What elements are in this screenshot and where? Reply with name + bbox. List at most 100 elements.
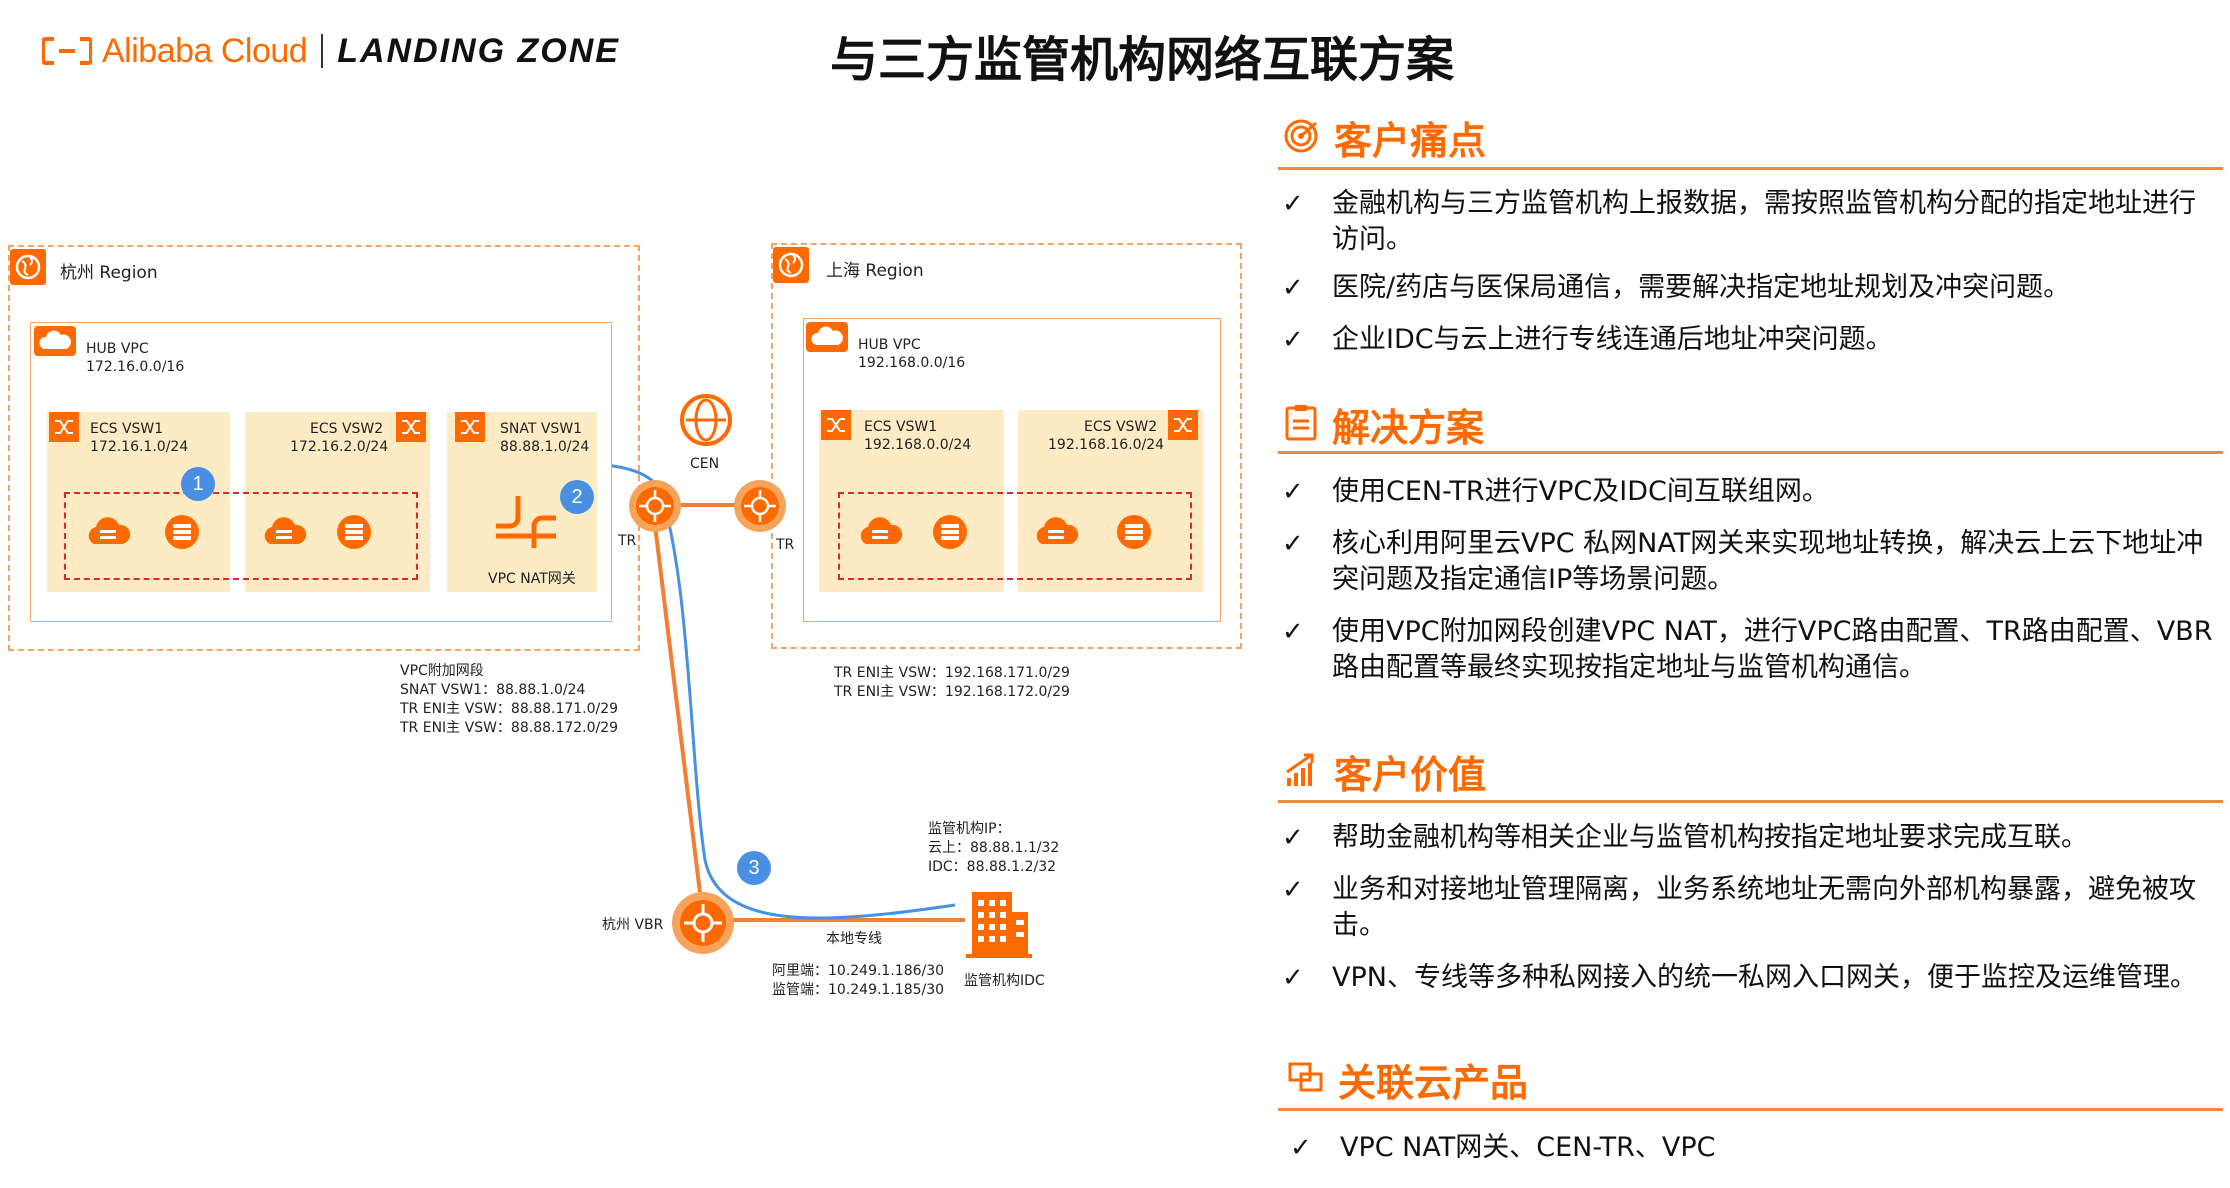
- globe-icon: [10, 249, 46, 285]
- building-icon: [964, 882, 1034, 962]
- cloud-icon: [34, 326, 76, 356]
- ecs-icon: [84, 510, 132, 556]
- target-icon: [1282, 117, 1320, 159]
- section-products-title: 关联云产品: [1338, 1061, 1529, 1105]
- section-value-title: 客户价值: [1334, 753, 1487, 797]
- ecs-icon: [158, 510, 206, 556]
- list-item: ✓帮助金融机构等相关企业与监管机构按指定地址要求完成互联。: [1282, 820, 2217, 856]
- cen-label: CEN: [690, 456, 720, 472]
- document-icon: [1284, 404, 1318, 446]
- ecs-icon: [260, 510, 308, 556]
- vsw-ecs-2: [245, 412, 430, 592]
- pain-list: ✓金融机构与三方监管机构上报数据，需按照监管机构分配的指定地址进行访问。 ✓医院…: [1282, 186, 2217, 358]
- check-icon: ✓: [1282, 875, 1304, 905]
- section-pain-header: 客户痛点: [1282, 110, 1486, 165]
- vsw-name: ECS VSW2: [310, 421, 384, 437]
- check-icon: ✓: [1282, 273, 1304, 303]
- vswitch-icon: [821, 410, 851, 440]
- section-solution-title: 解决方案: [1332, 406, 1485, 450]
- products-list: ✓VPC NAT网关、CEN-TR、VPC: [1290, 1130, 2215, 1166]
- vsw-ecs-1: [47, 412, 230, 592]
- step-badge-3: 3: [737, 851, 771, 885]
- globe-icon: [773, 247, 809, 283]
- vswitch-icon: [49, 412, 79, 442]
- brand-logo: Alibaba Cloud LANDING ZONE: [41, 26, 620, 76]
- list-item: ✓业务和对接地址管理隔离，业务系统地址无需向外部机构暴露，避免被攻击。: [1282, 872, 2217, 944]
- vsw-cidr: 192.168.16.0/24: [1048, 437, 1165, 453]
- ecs-icon: [330, 510, 378, 556]
- tr-label: TR: [776, 537, 795, 553]
- section-rule: [1278, 451, 2223, 454]
- hub-vpc-cidr: 192.168.0.0/16: [858, 355, 966, 371]
- step-badge-1: 1: [181, 467, 215, 501]
- vswitch-icon: [396, 412, 426, 442]
- vsw-cidr: 88.88.1.0/24: [500, 439, 590, 455]
- vsw-cidr: 192.168.0.0/24: [864, 437, 972, 453]
- page-title: 与三方监管机构网络互联方案: [830, 32, 1455, 88]
- tr-router-icon: [627, 478, 683, 538]
- hub-vpc-name: HUB VPC: [858, 337, 921, 353]
- brand-name: Alibaba Cloud: [102, 31, 308, 70]
- vsw-name: ECS VSW1: [864, 419, 938, 435]
- vsw-cidr: 172.16.2.0/24: [290, 439, 389, 455]
- tr-router-icon: [732, 478, 788, 538]
- value-list: ✓帮助金融机构等相关企业与监管机构按指定地址要求完成互联。 ✓业务和对接地址管理…: [1282, 820, 2217, 996]
- nat-gateway-icon: [490, 492, 562, 556]
- ecs-group: [64, 492, 418, 580]
- check-icon: ✓: [1282, 529, 1304, 559]
- list-item: ✓使用VPC附加网段创建VPC NAT，进行VPC路由配置、TR路由配置、VBR…: [1282, 614, 2217, 686]
- check-icon: ✓: [1282, 963, 1304, 993]
- list-item: ✓医院/药店与医保局通信，需要解决指定地址规划及冲突问题。: [1282, 270, 2217, 306]
- hub-vpc-name: HUB VPC: [86, 341, 149, 357]
- brand-product: LANDING ZONE: [337, 31, 620, 70]
- shanghai-notes: TR ENI主 VSW：192.168.171.0/29 TR ENI主 VSW…: [834, 665, 1070, 700]
- vswitch-icon: [1168, 410, 1198, 440]
- section-rule: [1278, 800, 2223, 803]
- cloud-icon: [806, 322, 848, 352]
- vsw-ecs-1: [819, 410, 1004, 592]
- list-item: ✓金融机构与三方监管机构上报数据，需按照监管机构分配的指定地址进行访问。: [1282, 186, 2217, 258]
- nat-label: VPC NAT网关: [488, 571, 576, 587]
- vswitch-icon: [455, 412, 485, 442]
- vsw-name: SNAT VSW1: [500, 421, 583, 437]
- list-item: ✓使用CEN-TR进行VPC及IDC间互联组网。: [1282, 474, 2217, 510]
- hub-vpc-cidr: 172.16.0.0/16: [86, 359, 185, 375]
- list-item: ✓企业IDC与云上进行专线连通后地址冲突问题。: [1282, 322, 2217, 358]
- step-badge-2: 2: [560, 480, 594, 514]
- ecs-icon: [1110, 510, 1158, 556]
- brand-divider: [321, 34, 324, 68]
- check-icon: ✓: [1282, 617, 1304, 647]
- product-icon: [1288, 1062, 1324, 1098]
- vsw-cidr: 172.16.1.0/24: [90, 439, 189, 455]
- list-item: ✓VPC NAT网关、CEN-TR、VPC: [1290, 1130, 2215, 1166]
- shanghai-region: [771, 243, 1242, 649]
- hangzhou-notes: VPC附加网段 SNAT VSW1：88.88.1.0/24 TR ENI主 V…: [400, 663, 619, 736]
- tr-label: TR: [618, 533, 637, 549]
- section-rule: [1278, 167, 2223, 170]
- section-solution-header: 解决方案: [1284, 397, 1484, 452]
- vsw-name: ECS VSW2: [1084, 419, 1158, 435]
- check-icon: ✓: [1282, 477, 1304, 507]
- region-label: 杭州 Region: [60, 263, 158, 283]
- ecs-icon: [926, 510, 974, 556]
- ecs-icon: [856, 510, 904, 556]
- tr-vbr-line: [653, 524, 702, 894]
- list-item: ✓核心利用阿里云VPC 私网NAT网关来实现地址转换，解决云上云下地址冲突问题及…: [1282, 526, 2217, 598]
- check-icon: ✓: [1282, 823, 1304, 853]
- section-value-header: 客户价值: [1284, 744, 1486, 799]
- vsw-name: ECS VSW1: [90, 421, 164, 437]
- idc-ips: 监管机构IP： 云上：88.88.1.1/32 IDC：88.88.1.2/32: [928, 821, 1060, 875]
- hangzhou-region: [8, 245, 640, 651]
- growth-chart-icon: [1284, 752, 1320, 792]
- ecs-group: [838, 492, 1192, 580]
- check-icon: ✓: [1282, 189, 1304, 219]
- region-label: 上海 Region: [826, 261, 924, 281]
- solution-list: ✓使用CEN-TR进行VPC及IDC间互联组网。 ✓核心利用阿里云VPC 私网N…: [1282, 474, 2217, 686]
- list-item: ✓VPN、专线等多种私网接入的统一私网入口网关，便于监控及运维管理。: [1282, 960, 2217, 996]
- idc-label: 监管机构IDC: [964, 973, 1045, 989]
- section-products-header: 关联云产品: [1288, 1052, 1528, 1107]
- check-icon: ✓: [1290, 1133, 1312, 1163]
- vbr-router-icon: [670, 890, 736, 960]
- section-pain-title: 客户痛点: [1334, 119, 1487, 163]
- alibaba-cloud-logo-icon: [41, 36, 93, 66]
